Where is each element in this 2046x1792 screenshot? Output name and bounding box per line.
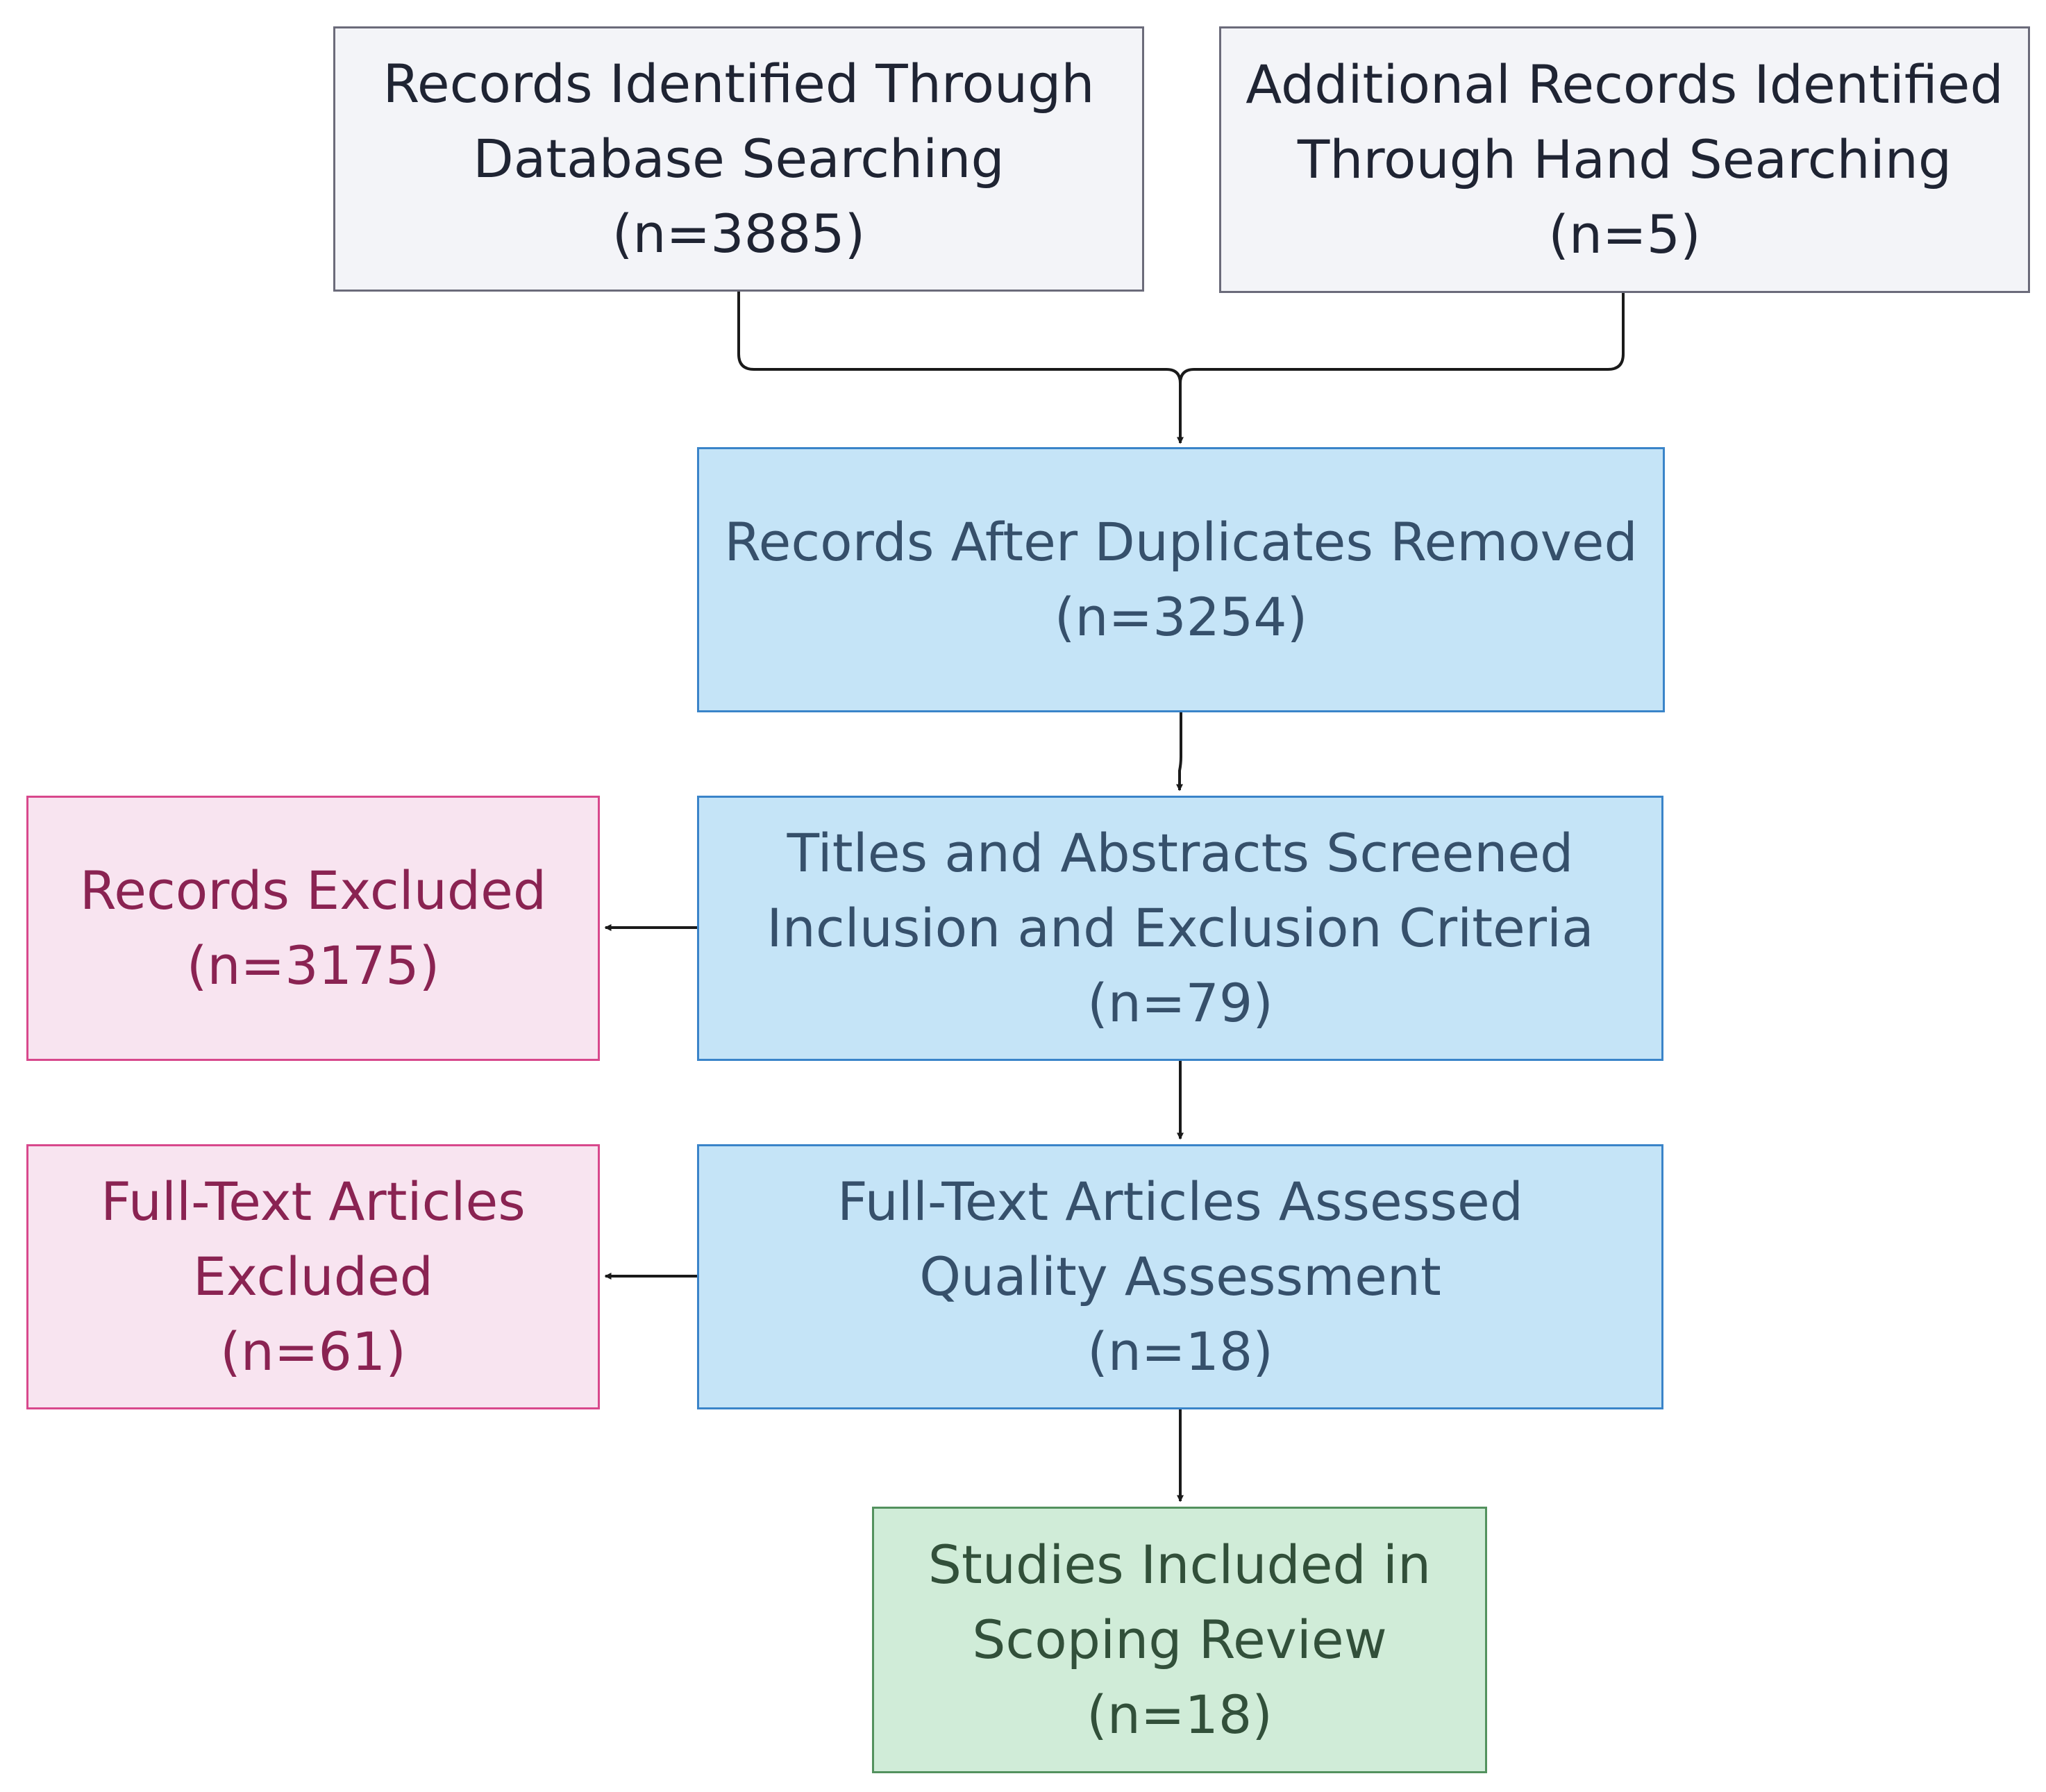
- edge-database-to-duplicates: [737, 292, 1184, 444]
- node-count: (n=3254): [1054, 586, 1308, 648]
- node-line: Records Excluded: [79, 860, 547, 921]
- node-count: (n=18): [1087, 1321, 1273, 1382]
- studies-included-node: Studies Included in Scoping Review (n=18…: [872, 1507, 1487, 1773]
- node-line: Titles and Abstracts Screened: [787, 822, 1574, 884]
- node-count: (n=5): [1548, 203, 1701, 265]
- duplicates-removed-node: Records After Duplicates Removed (n=3254…: [697, 447, 1665, 712]
- full-text-excluded-node: Full-Text Articles Excluded (n=61): [26, 1144, 600, 1409]
- node-count: (n=79): [1087, 972, 1273, 1034]
- node-line: Excluded: [193, 1246, 433, 1307]
- node-line: Inclusion and Exclusion Criteria: [766, 897, 1594, 959]
- node-line: Additional Records Identified: [1246, 53, 2004, 115]
- full-text-assessed-node: Full-Text Articles Assessed Quality Asse…: [697, 1144, 1663, 1409]
- node-line: Full-Text Articles Assessed: [837, 1171, 1523, 1232]
- screened-node: Titles and Abstracts Screened Inclusion …: [697, 796, 1663, 1061]
- node-line: Records Identified Through: [383, 53, 1095, 115]
- node-line: Database Searching: [473, 128, 1005, 190]
- edge-hand-to-duplicates: [1179, 292, 1625, 443]
- node-count: (n=18): [1087, 1684, 1273, 1745]
- node-count: (n=3885): [612, 203, 866, 265]
- node-line: Full-Text Articles: [101, 1171, 526, 1232]
- hand-search-node: Additional Records Identified Through Ha…: [1219, 26, 2030, 293]
- node-line: Quality Assessment: [919, 1246, 1441, 1307]
- node-line: Through Hand Searching: [1297, 128, 1952, 190]
- database-search-node: Records Identified Through Database Sear…: [333, 26, 1144, 292]
- node-line: Records After Duplicates Removed: [724, 511, 1638, 573]
- records-excluded-node: Records Excluded (n=3175): [26, 796, 600, 1061]
- node-count: (n=3175): [186, 935, 440, 996]
- node-count: (n=61): [220, 1321, 406, 1382]
- node-line: Scoping Review: [972, 1609, 1387, 1670]
- node-line: Studies Included in: [928, 1534, 1432, 1596]
- edge-duplicates-to-screened: [1176, 712, 1183, 792]
